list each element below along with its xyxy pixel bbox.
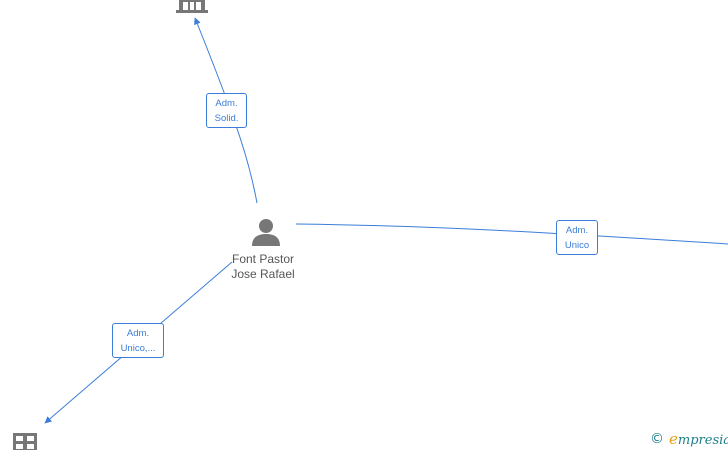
edge-label-bottom-left[interactable]: Adm. Unico,... bbox=[112, 323, 164, 358]
edge-line-top bbox=[194, 17, 258, 204]
copyright-icon: © bbox=[650, 431, 664, 447]
person-name-line2: Jose Rafael bbox=[231, 267, 295, 281]
building-icon[interactable] bbox=[13, 433, 37, 450]
edge-label-bottom-left-line2: Unico,... bbox=[120, 343, 156, 354]
edge-label-right-line1: Adm. bbox=[565, 225, 589, 236]
edge-label-top-line1: Adm. bbox=[215, 98, 238, 109]
person-icon[interactable] bbox=[251, 217, 281, 247]
brand-logo: empresia bbox=[669, 430, 728, 448]
edge-label-top-line2: Solid. bbox=[214, 113, 239, 124]
edge-label-top[interactable]: Adm. Solid. bbox=[206, 93, 247, 128]
person-name[interactable]: Font Pastor Jose Rafael bbox=[213, 252, 313, 282]
brand-first-letter: e bbox=[669, 430, 678, 448]
empresia-watermark: © empresia bbox=[650, 430, 728, 448]
edge-label-right-line2: Unico bbox=[564, 240, 590, 251]
edge-label-right[interactable]: Adm. Unico bbox=[556, 220, 598, 255]
brand-rest: mpresia bbox=[677, 433, 728, 448]
edge-label-bottom-left-line1: Adm. bbox=[126, 328, 150, 339]
edge-line-right bbox=[295, 223, 728, 245]
building-icon[interactable] bbox=[176, 0, 208, 14]
person-name-line1: Font Pastor bbox=[231, 252, 295, 266]
